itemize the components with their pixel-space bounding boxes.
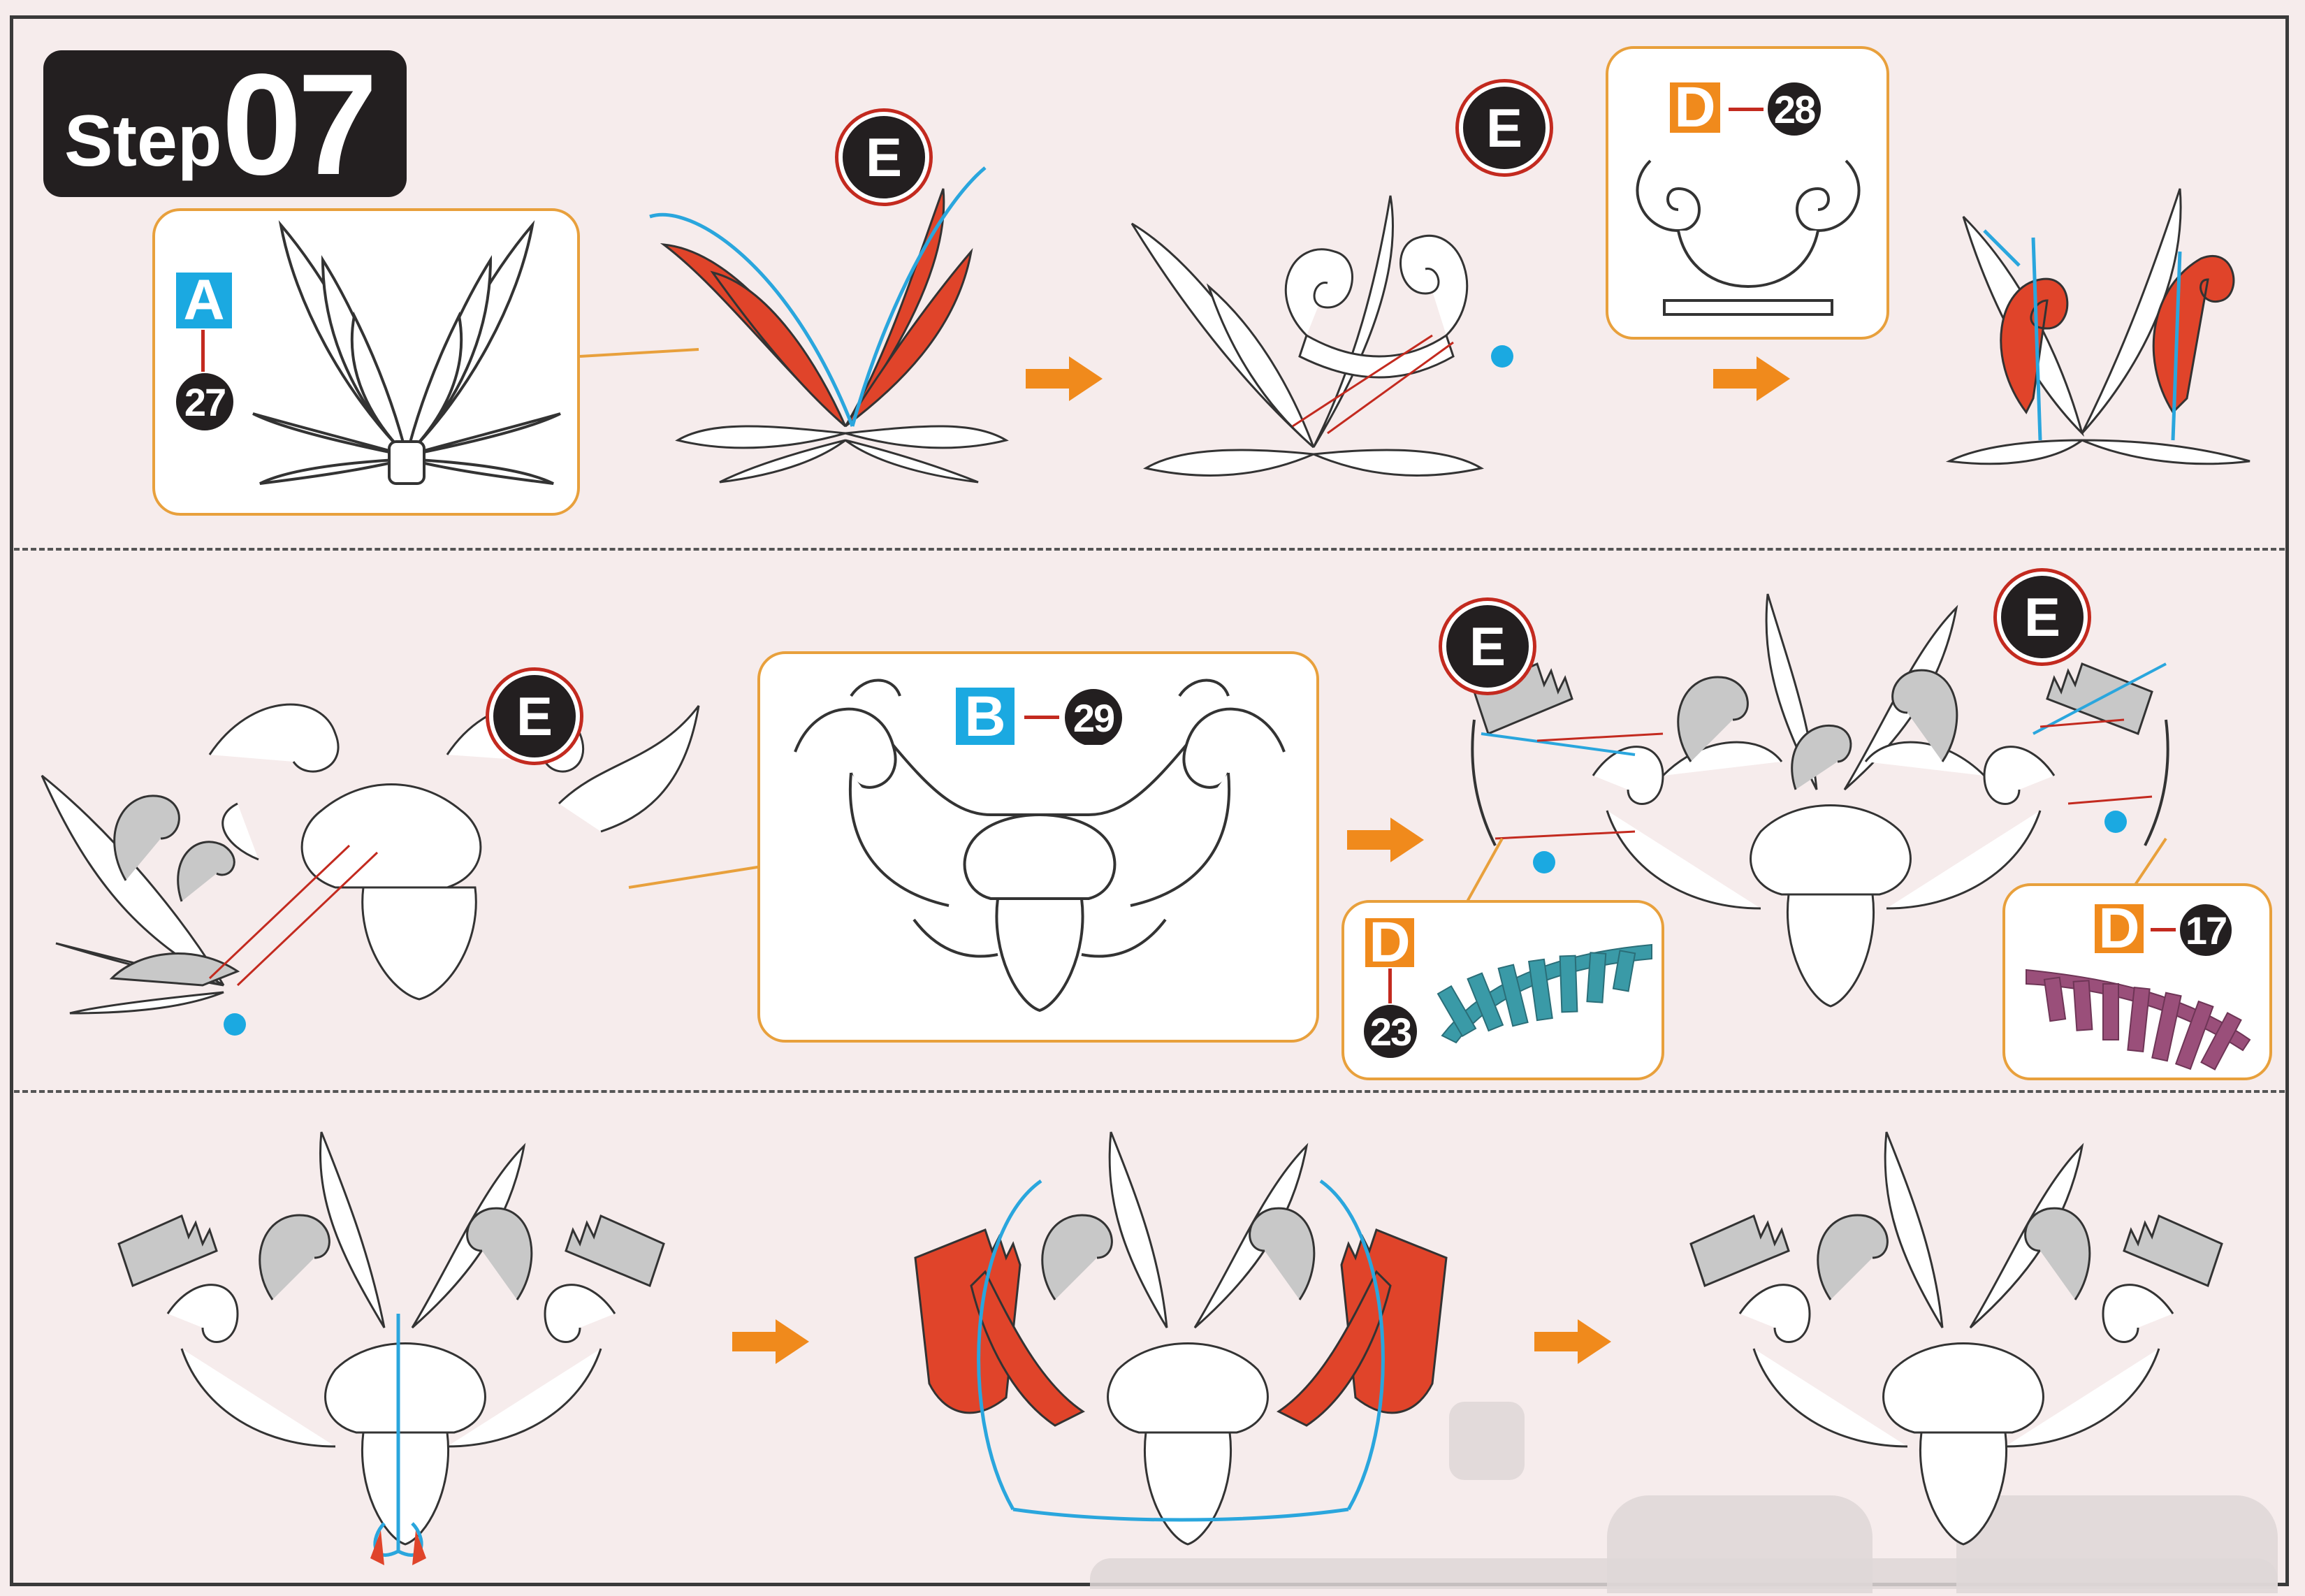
- wing-assembly-e-art: [650, 161, 1013, 489]
- connector-line: [2151, 928, 2176, 931]
- connector-line: [1729, 108, 1764, 111]
- wing-piece-a-art: [239, 218, 574, 512]
- callout-leader-b: [629, 859, 769, 901]
- step-number: 07: [221, 64, 373, 186]
- callout-part-b29: B 29: [757, 651, 1319, 1043]
- part-number-17: 17: [2180, 904, 2232, 956]
- right-arrow-icon: [1534, 1319, 1611, 1364]
- part-e-tag-5: E: [1997, 572, 2088, 662]
- right-arrow-icon: [1713, 356, 1790, 401]
- row3-final-assembly-art: [1677, 1118, 2236, 1551]
- step-badge: Step 07: [43, 50, 407, 197]
- row3-fold-assembly-art: [105, 1118, 678, 1579]
- part-e-tag-3: E: [489, 671, 580, 762]
- callout-part-d17: D 17: [2002, 883, 2272, 1080]
- step-word: Step: [64, 105, 221, 177]
- part-e-tag-2: E: [1459, 82, 1550, 173]
- connector-line: [1388, 969, 1392, 1003]
- teal-comb-d23-art: [1435, 931, 1659, 1057]
- row2-assembly-art: [28, 650, 741, 1027]
- frame-piece-b29-art: [774, 668, 1305, 1031]
- callout-part-d28: D 28: [1606, 46, 1889, 340]
- scroll-piece-d28-art: [1622, 147, 1874, 328]
- watermark-shape: [1449, 1402, 1525, 1480]
- part-d-label: D: [1365, 918, 1414, 967]
- callout-part-a27: A 27: [152, 208, 580, 516]
- right-arrow-icon: [1347, 818, 1424, 862]
- part-d-label: D: [1670, 82, 1720, 133]
- wing-with-scroll-art: [1125, 154, 1558, 489]
- row3-red-assembly-art: [901, 1118, 1460, 1551]
- part-e-tag-4: E: [1442, 601, 1533, 692]
- part-d-label: D: [2095, 904, 2144, 953]
- right-arrow-icon: [732, 1319, 809, 1364]
- row1-result-art: [1942, 175, 2271, 475]
- row-divider-1: [14, 548, 2285, 551]
- right-arrow-icon: [1026, 356, 1103, 401]
- part-number-23: 23: [1364, 1005, 1417, 1058]
- part-a-label: A: [176, 273, 232, 328]
- connector-line: [201, 330, 205, 372]
- callout-part-d23: D 23: [1341, 900, 1664, 1080]
- part-number-27: 27: [176, 373, 233, 430]
- purple-comb-d17-art: [2026, 963, 2257, 1075]
- part-e-tag-1: E: [838, 112, 929, 203]
- callout-leader-d23: [1460, 839, 1516, 908]
- part-number-28: 28: [1768, 82, 1821, 136]
- row-divider-2: [14, 1090, 2285, 1093]
